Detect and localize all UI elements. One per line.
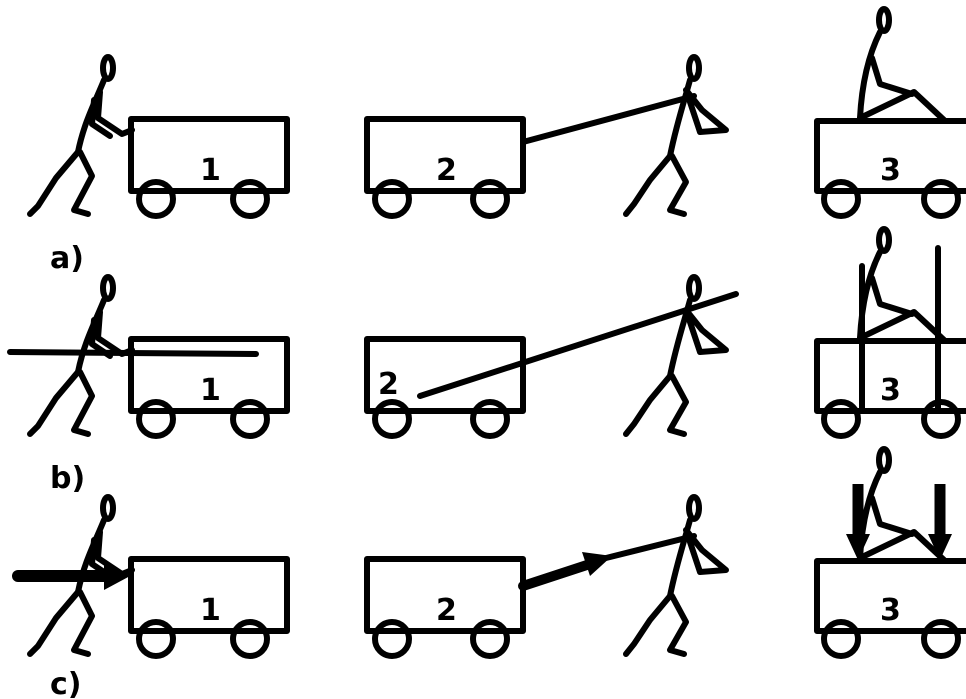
cart-number-label: 2 [436, 153, 457, 188]
cart-number-label: 1 [200, 373, 221, 408]
pull-rope [520, 93, 697, 145]
row-c: 1 2 3 [12, 449, 966, 699]
cart-number-label: 3 [880, 153, 901, 188]
cart-2-b [364, 336, 526, 439]
pushing-person [30, 57, 132, 214]
pull-force-arrow [518, 533, 697, 591]
cart-3-a [814, 118, 966, 219]
cart-number-label: 1 [200, 593, 221, 628]
sitting-person [860, 229, 944, 340]
weight-force-arrow [846, 484, 870, 560]
sitting-person [860, 449, 944, 560]
cart-1-a [128, 116, 290, 219]
row-label: b) [50, 461, 85, 496]
cart-number-label: 2 [436, 593, 457, 628]
row-a: 1 2 3 a) [30, 9, 966, 276]
cart-3-c [814, 558, 966, 659]
push-force-line [7, 349, 259, 357]
cart-2-a [364, 116, 526, 219]
cart-2-c [364, 556, 526, 659]
cart-number-label: 3 [880, 373, 901, 408]
weight-force-arrow [928, 484, 952, 560]
cart-number-label: 2 [378, 367, 399, 402]
pulling-person [626, 497, 726, 654]
push-force-arrow [12, 562, 130, 590]
sitting-person [860, 9, 944, 120]
row-label: c) [50, 667, 82, 699]
cart-number-label: 3 [880, 593, 901, 628]
row-label: a) [50, 241, 84, 276]
cart-1-b [128, 336, 290, 439]
cart-1-c [128, 556, 290, 659]
pulling-person [626, 57, 726, 214]
cart-number-label: 1 [200, 153, 221, 188]
row-b: 1 2 3 b) [7, 229, 966, 496]
